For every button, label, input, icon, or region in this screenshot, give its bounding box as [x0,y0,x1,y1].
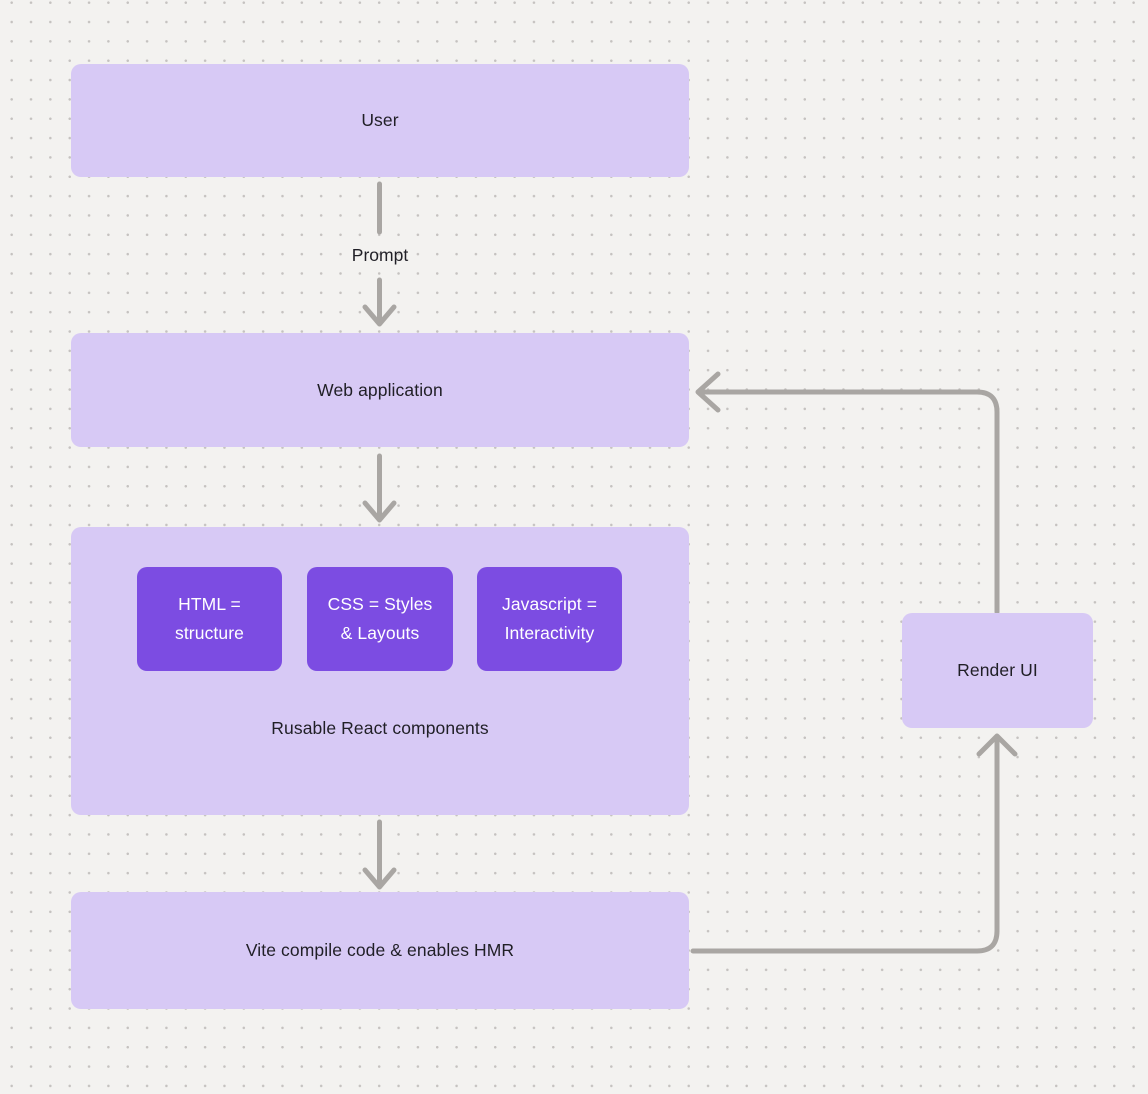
chip-css-line2: & Layouts [340,623,420,643]
node-render-ui-label: Render UI [957,660,1038,680]
node-user[interactable]: User [71,64,689,177]
node-web-application[interactable]: Web application [71,333,689,447]
node-render-ui[interactable]: Render UI [902,613,1093,728]
node-web-application-label: Web application [317,379,443,400]
chip-javascript-line1: Javascript = [501,594,598,614]
edge-vite-to-renderui [690,739,1000,954]
arrowhead-down-into-components-icon [362,500,397,523]
node-vite[interactable]: Vite compile code & enables HMR [71,892,689,1009]
arrowhead-down-into-webapp-icon [362,304,397,327]
chip-css[interactable]: CSS = Styles & Layouts [307,567,453,671]
arrowhead-up-into-renderui-icon [976,733,1018,757]
node-vite-label: Vite compile code & enables HMR [245,940,515,960]
node-user-label: User [361,110,399,130]
arrowhead-left-into-webapp-icon [695,371,721,413]
chip-javascript-line2: Interactivity [504,623,595,643]
components-group-caption: Rusable React components [271,718,489,738]
chip-html-line1: HTML = [178,594,241,614]
arrowhead-down-into-vite-icon [362,867,397,890]
chip-css-line1: CSS = Styles [327,594,433,614]
node-components-group[interactable]: HTML = structure CSS = Styles & Layouts … [71,527,689,815]
edge-renderui-to-webapp [699,389,1000,615]
edge-label-prompt: Prompt [351,245,409,265]
chip-html-line2: structure [175,623,244,643]
chip-javascript[interactable]: Javascript = Interactivity [477,567,622,671]
chip-html[interactable]: HTML = structure [137,567,282,671]
